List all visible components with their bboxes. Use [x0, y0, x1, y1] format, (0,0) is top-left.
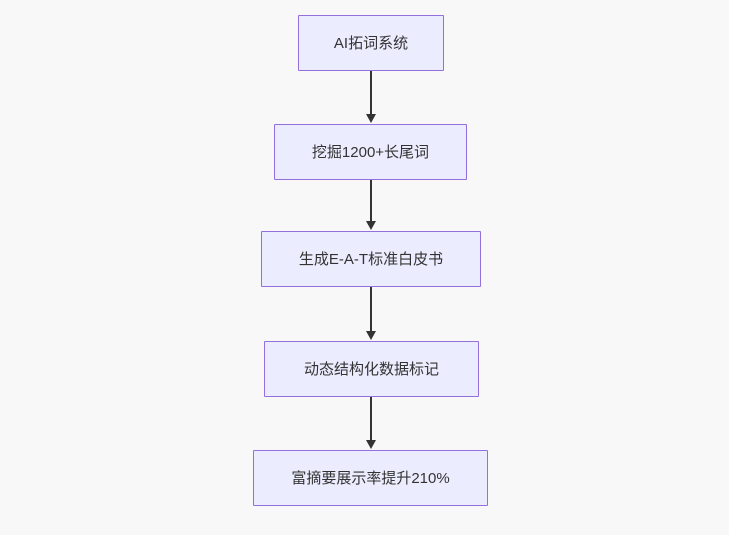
flowchart-node-longtail-keywords: 挖掘1200+长尾词 [274, 124, 467, 180]
arrow-head-icon [365, 440, 376, 449]
flowchart-node-ai-word-system: AI拓词系统 [298, 15, 444, 71]
flow-arrow-4 [365, 397, 376, 449]
arrow-head-icon [365, 331, 376, 340]
node-label: 生成E-A-T标准白皮书 [298, 250, 444, 268]
flow-arrow-2 [365, 180, 376, 230]
flowchart-node-structured-data: 动态结构化数据标记 [264, 341, 479, 397]
node-label: 动态结构化数据标记 [303, 360, 439, 378]
arrow-shaft [369, 397, 372, 442]
arrow-head-icon [365, 221, 376, 230]
arrow-shaft [369, 71, 372, 116]
flowchart-node-rich-snippet-rate: 富摘要展示率提升210% [253, 450, 488, 506]
flow-arrow-3 [365, 287, 376, 340]
flowchart-node-eat-whitepaper: 生成E-A-T标准白皮书 [261, 231, 481, 287]
flow-arrow-1 [365, 71, 376, 123]
node-label: 富摘要展示率提升210% [291, 469, 450, 487]
node-label: 挖掘1200+长尾词 [311, 143, 430, 161]
arrow-shaft [369, 180, 372, 223]
node-label: AI拓词系统 [333, 34, 409, 52]
arrow-head-icon [365, 114, 376, 123]
arrow-shaft [369, 287, 372, 333]
